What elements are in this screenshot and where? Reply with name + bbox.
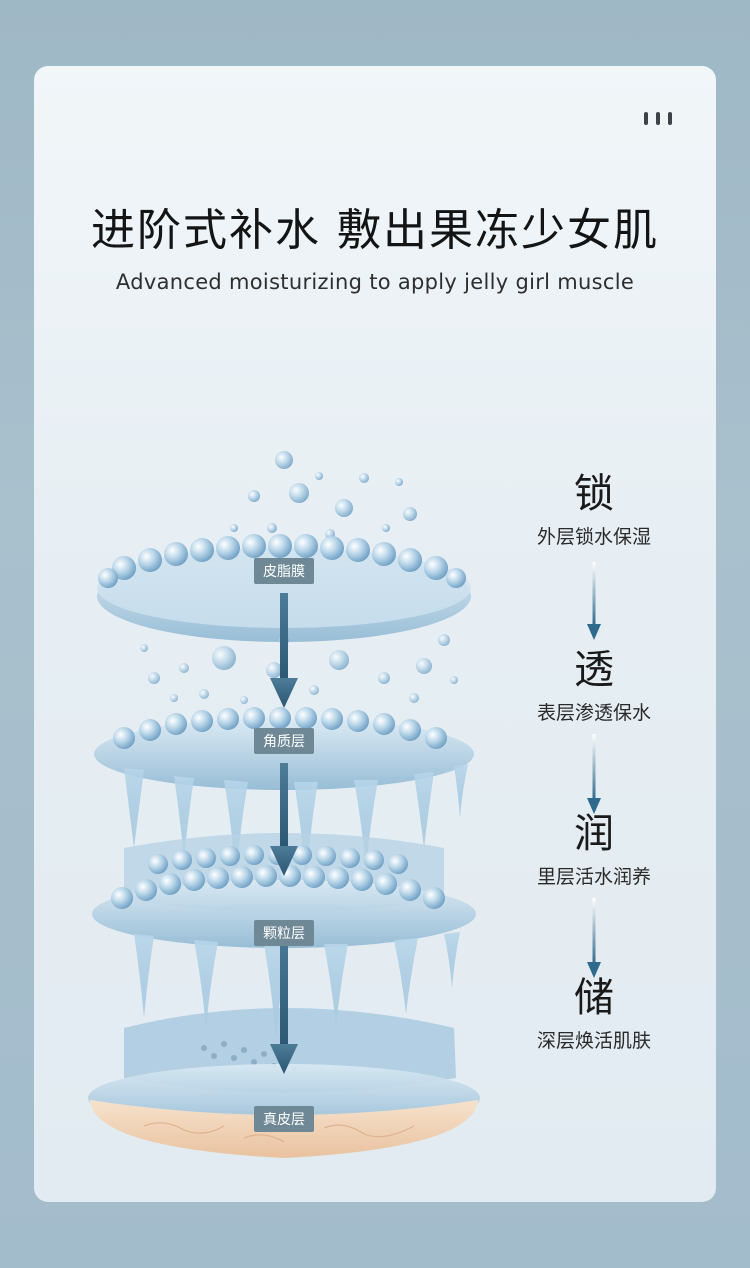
bubbles-top xyxy=(230,451,417,539)
layer-label-sebum: 皮脂膜 xyxy=(254,558,314,584)
beads-layer-3 xyxy=(111,845,445,909)
step-char: 储 xyxy=(574,975,614,1021)
down-arrow-icon xyxy=(587,562,601,640)
step-nourish: 润 里层活水润养 xyxy=(504,810,684,889)
more-menu-icon[interactable] xyxy=(644,112,672,125)
step-lock: 锁 外层锁水保湿 xyxy=(504,470,684,549)
step-char: 透 xyxy=(574,647,614,693)
step-desc: 深层焕活肌肤 xyxy=(536,1030,651,1052)
skin-veins xyxy=(143,1122,415,1143)
step-desc: 表层渗透保水 xyxy=(536,702,651,724)
beads-layer-2 xyxy=(113,707,447,749)
droplets-mid xyxy=(140,634,458,704)
step-store: 储 深层焕活肌肤 xyxy=(504,974,684,1053)
down-arrow-icon xyxy=(587,898,601,978)
step-char: 锁 xyxy=(574,471,614,517)
page-subtitle: Advanced moisturizing to apply jelly gir… xyxy=(115,270,635,294)
layer-label-granular: 颗粒层 xyxy=(254,920,314,946)
layer-label-stratum-corneum: 角质层 xyxy=(254,728,314,754)
step-desc: 外层锁水保湿 xyxy=(536,526,651,548)
skin-layers-graphic xyxy=(88,451,480,1158)
down-arrow-icon xyxy=(587,734,601,814)
water-drips-2 xyxy=(124,764,468,884)
step-penetrate: 透 表层渗透保水 xyxy=(504,646,684,725)
step-char: 润 xyxy=(574,811,614,857)
beads-layer-1 xyxy=(98,534,466,588)
step-desc: 里层活水润养 xyxy=(536,866,651,888)
layer-label-dermis: 真皮层 xyxy=(254,1106,314,1132)
penetration-arrow xyxy=(270,593,298,1074)
skin-layers-illustration: 皮脂膜 角质层 颗粒层 真皮层 xyxy=(84,378,504,1158)
content-card: 进阶式补水 敷出果冻少女肌 Advanced moisturizing to a… xyxy=(34,66,716,1202)
page-title: 进阶式补水 敷出果冻少女肌 xyxy=(91,205,659,256)
